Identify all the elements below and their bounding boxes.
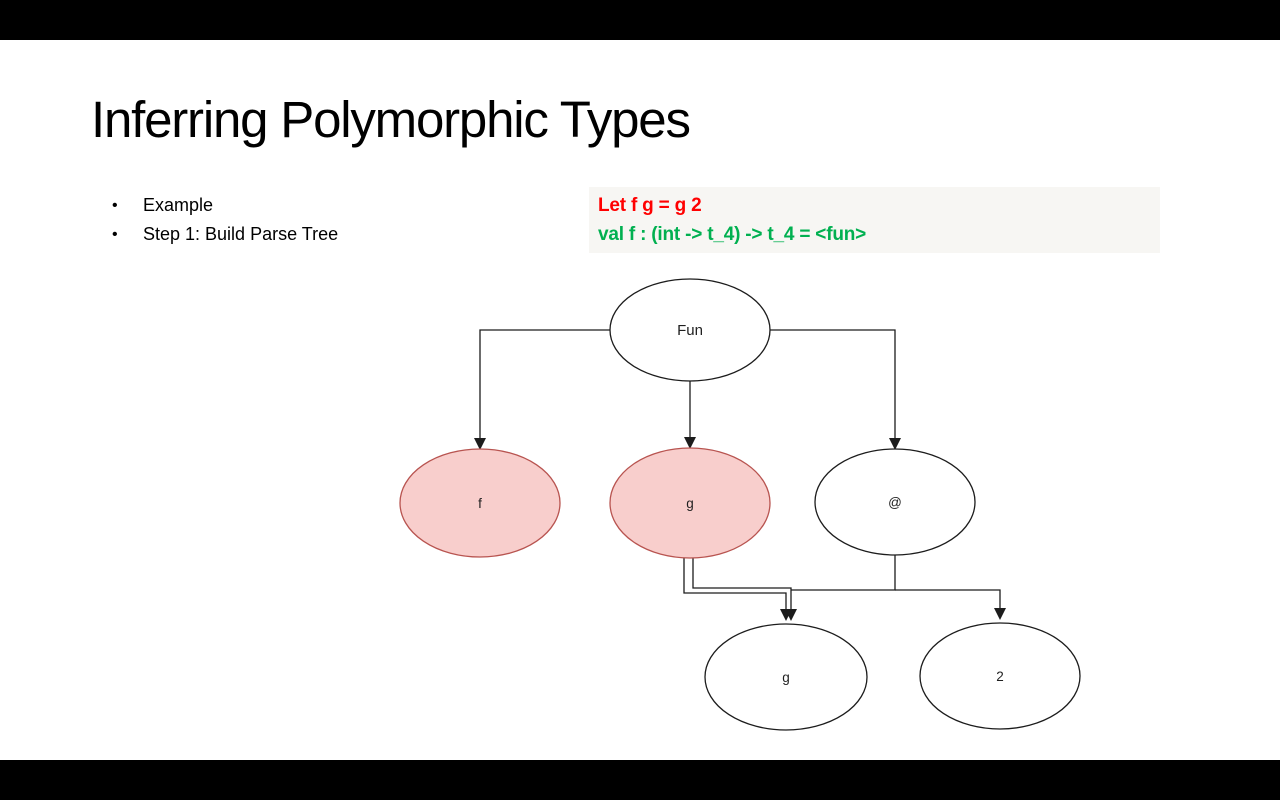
tree-node-label-f: f <box>478 496 482 511</box>
code-line-val: val f : (int -> t_4) -> t_4 = <fun> <box>598 224 867 245</box>
bullet-text: Step 1: Build Parse Tree <box>143 224 339 244</box>
tree-node-f <box>399 448 561 558</box>
tree-edge-apply-guse <box>791 555 896 591</box>
code-block: Let f g = g 2 val f : (int -> t_4) -> t_… <box>589 187 1160 253</box>
tree-node-labels: Fun f g @ g 2 <box>478 322 1004 685</box>
tree-node-label-g-use: g <box>782 670 790 685</box>
tree-nodes <box>399 278 1081 731</box>
arrowhead-icon <box>785 609 797 621</box>
arrowhead-icon <box>684 437 696 449</box>
arrowhead-icon <box>994 608 1006 620</box>
tree-node-two <box>919 622 1081 730</box>
bullet-list: • Example • Step 1: Build Parse Tree <box>112 191 338 249</box>
bullet-text: Example <box>143 195 214 215</box>
bullet-icon: • <box>112 197 118 214</box>
tree-node-label-apply: @ <box>888 495 902 510</box>
tree-edge-gparam-guse-inner <box>692 556 792 609</box>
bullet-icon: • <box>112 226 118 243</box>
tree-edge-apply-two <box>895 589 1001 608</box>
parse-tree-diagram: Fun f g @ g 2 <box>399 278 1081 731</box>
tree-node-label-fun: Fun <box>677 322 703 339</box>
tree-node-label-two: 2 <box>996 669 1004 684</box>
code-line-let: Let f g = g 2 <box>598 195 702 216</box>
tree-edge-fun-f <box>479 329 610 438</box>
slide: Inferring Polymorphic Types • Example • … <box>0 40 1280 760</box>
tree-edge-gparam-guse-outer <box>683 557 787 609</box>
tree-edge-fun-apply <box>770 329 896 438</box>
tree-node-apply <box>814 448 976 556</box>
tree-node-g-use <box>704 623 868 731</box>
tree-node-label-g-param: g <box>686 496 694 511</box>
bullet-item: • Step 1: Build Parse Tree <box>112 220 338 249</box>
bullet-item: • Example <box>112 191 338 220</box>
slide-title: Inferring Polymorphic Types <box>91 91 691 148</box>
arrowhead-icon <box>889 438 901 450</box>
tree-node-g-param <box>609 447 771 559</box>
arrowhead-icon <box>474 438 486 450</box>
tree-edges <box>474 329 1006 621</box>
tree-node-fun <box>609 278 771 382</box>
